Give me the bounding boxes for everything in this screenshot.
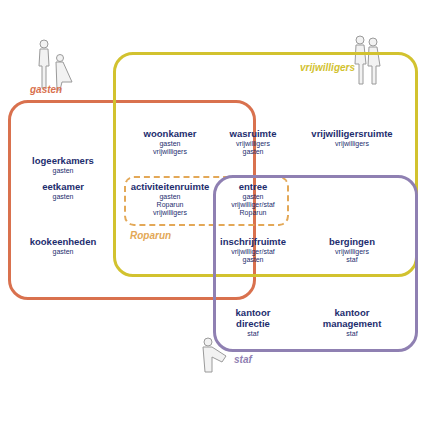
room-name: entree [239,181,268,192]
room-name: kookeenheden [30,236,97,247]
room-name: logeerkamers [32,155,94,166]
room-name: woonkamer [144,128,197,139]
room-name: kantoor directie [236,307,271,329]
room-users: vrijwilliger/staf gasten [231,248,275,264]
room-users: gasten vrijwilliger/staf Roparun [231,193,275,217]
room-users: vrijwilligers [335,140,369,148]
set-title: vrijwilligers [300,62,355,74]
room-name: vrijwilligersruimte [311,128,392,139]
room-users: gasten [52,248,73,256]
set-box: gasten [8,100,256,300]
set-title: Roparun [130,230,171,242]
room-users: vrijwilligers gasten [236,140,270,156]
room-name: eetkamer [42,181,84,192]
room-name: wasruimte [230,128,277,139]
room-users: gasten [52,193,73,201]
room-users: gasten Roparun vrijwilligers [153,193,187,217]
room-users: staf [247,330,258,338]
room-users: staf [346,330,357,338]
room-name: bergingen [329,236,375,247]
room-users: gasten vrijwilligers [153,140,187,156]
room-name: activiteitenruimte [131,181,210,192]
room-users: gasten [52,167,73,175]
set-title: gasten [30,84,62,96]
room-name: inschrijfruimte [220,236,286,247]
room-name: kantoor management [323,307,382,329]
room-users: vrijwilligers staf [335,248,369,264]
set-title: staf [234,354,252,366]
